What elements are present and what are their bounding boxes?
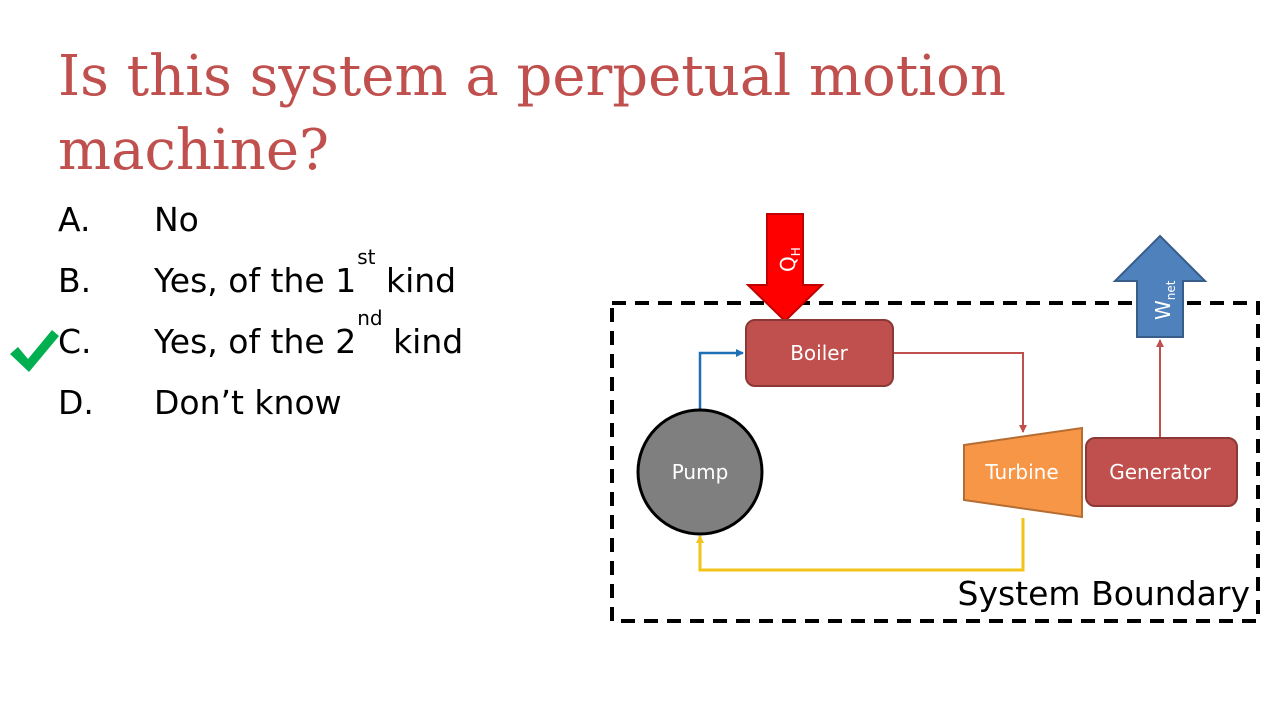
option-b[interactable]: B. Yes, of the 1st kind [58, 245, 578, 318]
turbine-block: Turbine [963, 426, 1083, 519]
boiler-block: Boiler [745, 319, 894, 387]
generator-block: Generator [1085, 437, 1238, 507]
work-output-label: Wnet [1151, 280, 1178, 320]
option-text: Yes, of the 1st kind [154, 245, 457, 300]
heat-input-label: QH [776, 247, 803, 272]
option-d[interactable]: D. Don’t know [58, 379, 578, 440]
option-letter: C. [58, 322, 92, 361]
pipe-pump-to-boiler [698, 349, 744, 410]
pump-label: Pump [672, 460, 729, 484]
pipe-turbine-to-pump [696, 518, 1025, 572]
turbine-label: Turbine [984, 460, 1058, 484]
boiler-label: Boiler [790, 341, 848, 365]
heat-input-arrow: QH [745, 213, 825, 323]
checkmark-icon [10, 330, 59, 372]
option-text: No [154, 200, 199, 239]
option-text: Yes, of the 2nd kind [154, 306, 464, 361]
pump-block: Pump [636, 408, 764, 536]
generator-label: Generator [1109, 460, 1211, 484]
answer-options: A. No B. Yes, of the 1st kind C. Yes, of… [58, 196, 578, 440]
question-title: Is this system a perpetual motion machin… [58, 44, 1006, 183]
option-text: Don’t know [154, 383, 342, 422]
option-a[interactable]: A. No [58, 196, 578, 257]
option-letter: D. [58, 383, 94, 422]
work-output-arrow: Wnet [1112, 234, 1208, 338]
option-c[interactable]: C. Yes, of the 2nd kind [58, 306, 578, 379]
pipe-boiler-to-turbine [894, 352, 1027, 433]
option-letter: A. [58, 200, 91, 239]
system-boundary [610, 301, 1260, 623]
system-boundary-label: System Boundary [958, 574, 1250, 613]
option-letter: B. [58, 261, 92, 300]
